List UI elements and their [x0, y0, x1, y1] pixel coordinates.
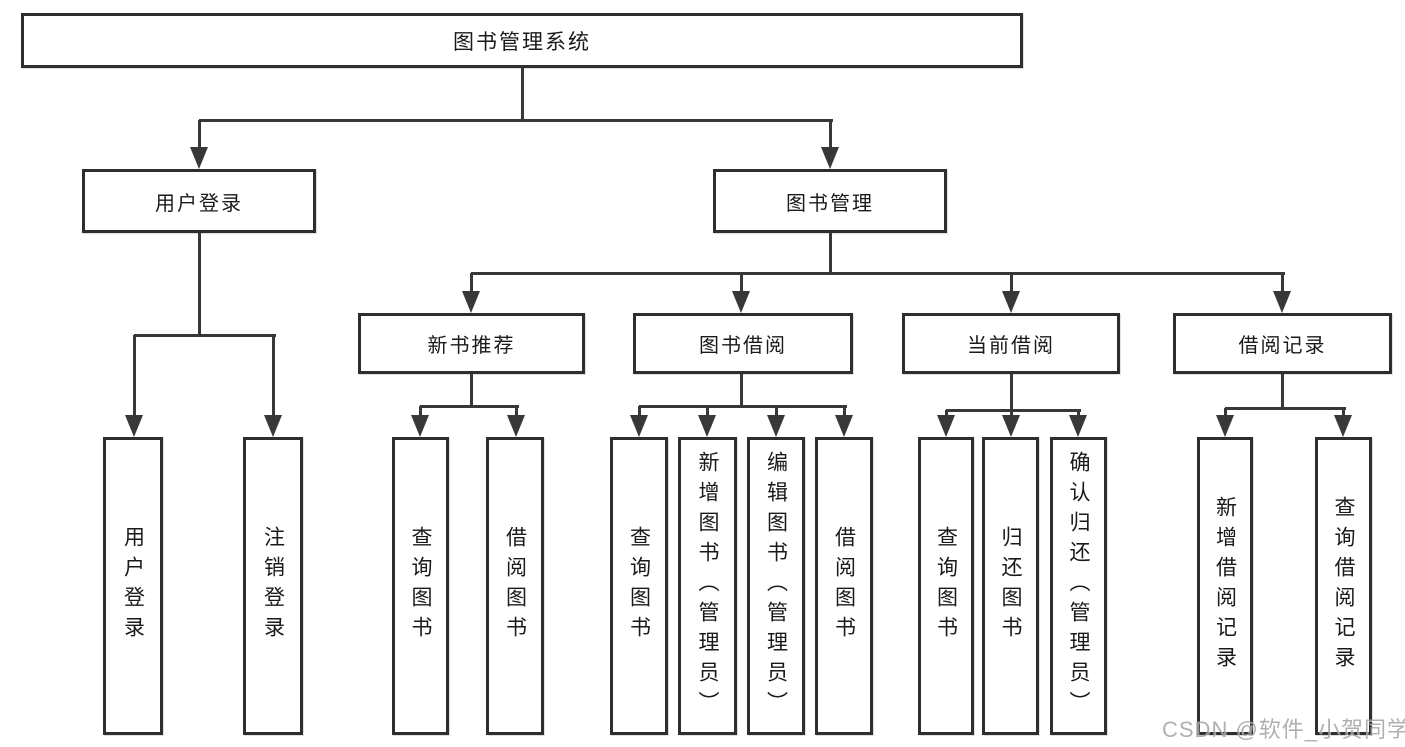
leaf-user-login: 用户登录: [103, 437, 163, 735]
connector-vline: [272, 335, 275, 417]
arrow-down-icon: [125, 415, 143, 437]
arrow-down-icon: [630, 415, 648, 437]
arrow-down-icon: [1334, 415, 1352, 437]
connector-vline: [775, 406, 778, 418]
arrow-down-icon: [937, 415, 955, 437]
connector-vline: [198, 233, 201, 335]
leaf-add-books-admin-label: 新增图书（管理员）: [696, 451, 720, 721]
connector-hline: [1225, 407, 1346, 410]
leaf-edit-books-admin-label: 编辑图书（管理员）: [764, 451, 788, 721]
csdn-watermark: CSDN @软件_小贺同学: [1162, 717, 1405, 742]
node-user-login-label: 用户登录: [155, 192, 243, 215]
arrow-down-icon: [264, 415, 282, 437]
node-current-borrowing-label: 当前借阅: [967, 335, 1055, 357]
connector-vline: [419, 406, 422, 418]
arrow-down-icon: [732, 291, 750, 313]
leaf-logout-label: 注销登录: [261, 526, 285, 646]
leaf-add-borrow-record-label: 新增借阅记录: [1213, 496, 1237, 676]
leaf-return-books-label: 归还图书: [999, 526, 1023, 646]
leaf-borrow-books-borrowing-label: 借阅图书: [832, 526, 856, 646]
connector-hline: [199, 119, 833, 122]
connector-vline: [515, 406, 518, 418]
node-root-label: 图书管理系统: [453, 30, 591, 54]
node-book-management: 图书管理: [713, 169, 947, 233]
node-book-management-label: 图书管理: [786, 192, 874, 215]
arrow-down-icon: [462, 291, 480, 313]
connector-vline: [470, 273, 473, 293]
connector-vline: [133, 335, 136, 417]
arrow-down-icon: [507, 415, 525, 437]
leaf-query-books-recommend: 查询图书: [392, 437, 449, 735]
node-borrowing-records: 借阅记录: [1173, 313, 1392, 374]
leaf-query-books-recommend-label: 查询图书: [409, 526, 433, 646]
connector-vline: [1342, 408, 1345, 418]
arrow-down-icon: [1216, 415, 1234, 437]
leaf-query-borrow-record-label: 查询借阅记录: [1332, 496, 1356, 676]
leaf-borrow-books-recommend: 借阅图书: [486, 437, 544, 735]
leaf-return-books: 归还图书: [982, 437, 1039, 735]
leaf-query-books-current: 查询图书: [918, 437, 974, 735]
node-new-book-recommend: 新书推荐: [358, 313, 585, 374]
leaf-borrow-books-borrowing: 借阅图书: [815, 437, 873, 735]
leaf-query-books-current-label: 查询图书: [934, 526, 958, 646]
connector-hline: [639, 405, 847, 408]
arrow-down-icon: [698, 415, 716, 437]
connector-vline: [1010, 273, 1013, 293]
node-book-borrowing-label: 图书借阅: [699, 335, 787, 357]
arrow-down-icon: [835, 415, 853, 437]
connector-vline: [740, 374, 743, 406]
leaf-edit-books-admin: 编辑图书（管理员）: [747, 437, 805, 735]
leaf-query-books-borrowing-label: 查询图书: [627, 526, 651, 646]
connector-hline: [420, 405, 519, 408]
arrow-down-icon: [1069, 415, 1087, 437]
connector-vline: [1281, 374, 1284, 408]
connector-hline: [471, 272, 1285, 275]
leaf-borrow-books-recommend-label: 借阅图书: [503, 526, 527, 646]
arrow-down-icon: [1002, 291, 1020, 313]
leaf-user-login-label: 用户登录: [121, 526, 145, 646]
leaf-add-books-admin: 新增图书（管理员）: [678, 437, 737, 735]
leaf-confirm-return-admin-label: 确认归还（管理员）: [1067, 451, 1091, 721]
connector-hline: [946, 409, 1081, 412]
node-user-login: 用户登录: [82, 169, 316, 233]
node-borrowing-records-label: 借阅记录: [1238, 335, 1327, 357]
connector-vline: [829, 120, 832, 150]
arrow-down-icon: [1273, 291, 1291, 313]
connector-vline: [638, 406, 641, 418]
arrow-down-icon: [1002, 415, 1020, 437]
connector-vline: [1010, 410, 1013, 418]
connector-vline: [740, 273, 743, 293]
arrow-down-icon: [767, 415, 785, 437]
arrow-down-icon: [821, 147, 839, 169]
node-new-book-recommend-label: 新书推荐: [427, 335, 516, 357]
connector-vline: [1281, 273, 1284, 293]
leaf-query-borrow-record: 查询借阅记录: [1315, 437, 1372, 735]
node-book-borrowing: 图书借阅: [633, 313, 853, 374]
arrow-down-icon: [411, 415, 429, 437]
node-current-borrowing: 当前借阅: [902, 313, 1120, 374]
connector-vline: [198, 120, 201, 150]
connector-vline: [470, 374, 473, 406]
connector-vline: [1010, 374, 1013, 410]
connector-vline: [1077, 410, 1080, 418]
node-root: 图书管理系统: [21, 13, 1023, 68]
arrow-down-icon: [190, 147, 208, 169]
leaf-confirm-return-admin: 确认归还（管理员）: [1050, 437, 1107, 735]
connector-vline: [945, 410, 948, 418]
connector-vline: [521, 68, 524, 120]
connector-hline: [134, 334, 276, 337]
leaf-query-books-borrowing: 查询图书: [610, 437, 668, 735]
connector-vline: [843, 406, 846, 418]
leaf-add-borrow-record: 新增借阅记录: [1197, 437, 1253, 735]
connector-vline: [1224, 408, 1227, 418]
leaf-logout: 注销登录: [243, 437, 303, 735]
connector-vline: [706, 406, 709, 418]
connector-vline: [829, 233, 832, 273]
